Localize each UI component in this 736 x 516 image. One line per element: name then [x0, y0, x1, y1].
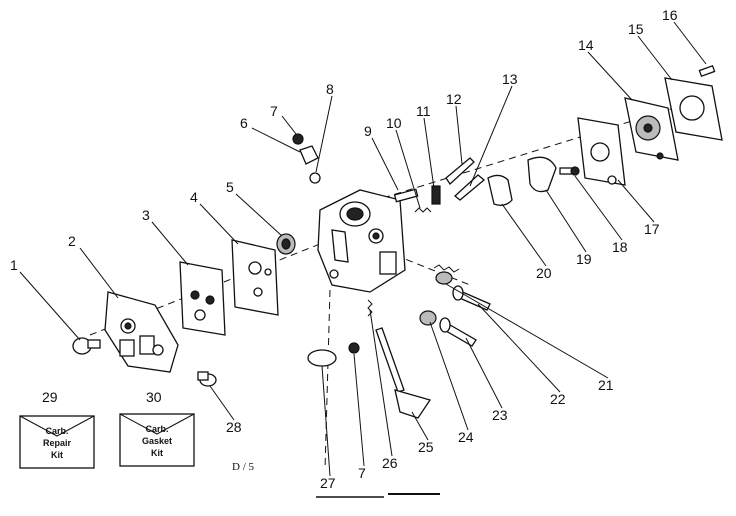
callout-19: 19 — [576, 251, 592, 267]
callout-10: 10 — [386, 115, 402, 131]
callout-3: 3 — [142, 207, 150, 223]
part-21-spring — [433, 264, 460, 285]
callout-11: 11 — [416, 103, 431, 119]
callout-5: 5 — [226, 179, 234, 195]
callout-12: 12 — [446, 91, 462, 107]
part-24-spring — [419, 310, 437, 326]
part-10-spring — [414, 207, 432, 213]
callout-6: 6 — [240, 115, 248, 131]
part-15-cover — [664, 77, 723, 141]
part-1-screw — [72, 337, 101, 355]
callout-17: 17 — [644, 221, 660, 237]
bottom-rules — [316, 493, 440, 498]
part-4-gasket — [231, 239, 279, 316]
callout-8: 8 — [326, 81, 334, 97]
part-16-screw — [698, 64, 716, 78]
callout-23: 23 — [492, 407, 508, 423]
callout-24: 24 — [458, 429, 474, 445]
callout-9: 9 — [364, 123, 372, 139]
part-13-disk — [454, 174, 486, 201]
callout-14: 14 — [578, 37, 594, 53]
part-23-needle — [439, 317, 477, 347]
part-3-diaphragm — [179, 261, 226, 336]
part-2-pump-cover — [104, 291, 179, 373]
gasket-kit-line3: Kit — [151, 448, 163, 458]
callout-labels: 1 2 3 4 5 6 7 8 9 10 11 12 13 14 15 16 1… — [10, 7, 678, 491]
diagram-reference-code: D / 5 — [232, 461, 255, 473]
callout-7-bottom: 7 — [358, 465, 366, 481]
callout-28: 28 — [226, 419, 242, 435]
callout-27: 27 — [320, 475, 336, 491]
repair-kit-envelope: Carb. Repair Kit — [19, 415, 95, 469]
callout-21: 21 — [598, 377, 614, 393]
part-12-inlet-needle — [445, 157, 475, 185]
callout-20: 20 — [536, 265, 552, 281]
part-7-screw-bottom — [348, 342, 360, 354]
repair-kit-line3: Kit — [51, 450, 63, 460]
callout-18: 18 — [612, 239, 628, 255]
callout-26: 26 — [382, 455, 398, 471]
part-5-screen — [276, 233, 296, 255]
callout-1: 1 — [10, 257, 18, 273]
callout-16: 16 — [662, 7, 678, 23]
part-9-pin — [393, 188, 419, 203]
part-26-spring — [367, 299, 373, 317]
part-6-fitting — [299, 145, 319, 165]
part-17-gasket — [577, 117, 626, 186]
leader-lines — [19, 21, 707, 477]
part-18-pin — [559, 166, 580, 176]
gasket-kit-line2: Gasket — [142, 436, 172, 446]
part-11-lever — [431, 185, 441, 205]
part-19-lever — [527, 156, 557, 193]
part-20-disk — [487, 174, 513, 206]
assembly-axes — [89, 99, 701, 471]
gasket-kit-line1: Carb. — [145, 424, 168, 434]
part-28-fitting — [197, 371, 217, 387]
callout-13: 13 — [502, 71, 518, 87]
callout-7-top: 7 — [270, 103, 278, 119]
gasket-kit-envelope: Carb. Gasket Kit — [119, 413, 195, 467]
part-25-throttle-lever — [375, 327, 432, 419]
callout-22: 22 — [550, 391, 566, 407]
callout-4: 4 — [190, 189, 198, 205]
part-7-screw-top — [292, 133, 304, 145]
part-27-throttle-plate — [307, 349, 337, 367]
callout-2: 2 — [68, 233, 76, 249]
part-8-plug — [309, 172, 321, 184]
callout-29: 29 — [42, 389, 58, 405]
repair-kit-line2: Repair — [43, 438, 72, 448]
callout-30: 30 — [146, 389, 162, 405]
part-14-diaphragm — [624, 97, 679, 161]
callout-15: 15 — [628, 21, 644, 37]
repair-kit-line1: Carb. — [45, 426, 68, 436]
callout-25: 25 — [418, 439, 434, 455]
carburetor-body — [317, 189, 406, 293]
